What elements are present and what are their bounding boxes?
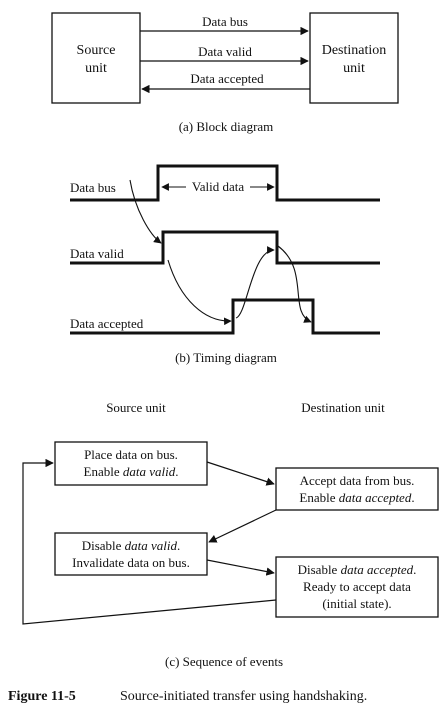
step1-line1: Place data on bus. <box>84 447 178 462</box>
step4-line3: (initial state). <box>322 596 391 611</box>
step4-line1: Disable data accepted. <box>298 562 417 577</box>
arrow-step1-to-step2 <box>206 461 275 486</box>
source-unit-label-1: Source <box>77 43 116 58</box>
timing-data-valid-label: Data valid <box>70 246 124 261</box>
cause-arrow-4 <box>277 245 312 323</box>
sequence-caption: (c) Sequence of events <box>165 654 283 669</box>
data-accepted-label: Data accepted <box>190 71 264 86</box>
cause-arrow-3 <box>235 246 275 319</box>
timing-diagram-caption: (b) Timing diagram <box>175 350 277 365</box>
data-bus-label: Data bus <box>202 14 248 29</box>
data-accepted-waveform <box>70 298 380 335</box>
valid-data-label: Valid data <box>192 179 245 194</box>
timing-data-accepted-label: Data accepted <box>70 316 144 331</box>
timing-diagram: Data bus Valid data Data valid Data acce… <box>70 164 380 365</box>
cause-arrow-1 <box>129 179 162 244</box>
figure-number: Figure 11-5 <box>8 689 76 704</box>
step3-line2: Invalidate data on bus. <box>72 555 190 570</box>
arrow-step2-to-step3 <box>208 509 277 543</box>
timing-data-bus-label: Data bus <box>70 180 116 195</box>
step3-box <box>54 532 208 576</box>
data-valid-label: Data valid <box>198 44 252 59</box>
cause-arrow-2 <box>167 259 232 326</box>
source-unit-heading: Source unit <box>106 400 166 415</box>
data-valid-waveform <box>70 230 380 265</box>
sequence-of-events: Source unit Destination unit Place data … <box>22 400 439 669</box>
figure-caption: Figure 11-5 Source-initiated transfer us… <box>8 689 367 704</box>
destination-unit-label-2: unit <box>343 61 365 76</box>
data-bus-waveform <box>70 164 380 202</box>
destination-unit-heading: Destination unit <box>301 400 385 415</box>
source-unit-label-2: unit <box>85 61 107 76</box>
step4-line2: Ready to accept data <box>303 579 411 594</box>
step1-line2: Enable data valid. <box>84 464 179 479</box>
arrow-step3-to-step4 <box>206 559 275 576</box>
step4-box <box>275 556 439 618</box>
step3-line1: Disable data valid. <box>82 538 181 553</box>
arrow-step4-to-step1-loop <box>22 458 277 625</box>
step2-line1: Accept data from bus. <box>300 473 415 488</box>
destination-unit-box <box>309 12 399 104</box>
figure-title: Source-initiated transfer using handshak… <box>120 689 367 704</box>
block-diagram-caption: (a) Block diagram <box>179 119 274 134</box>
source-unit-box <box>51 12 141 104</box>
step1-box <box>54 441 208 486</box>
step2-box <box>275 467 439 511</box>
step2-line2: Enable data accepted. <box>299 490 414 505</box>
destination-unit-label-1: Destination <box>322 43 387 58</box>
block-diagram: Source unit Destination unit Data bus Da… <box>51 12 399 134</box>
